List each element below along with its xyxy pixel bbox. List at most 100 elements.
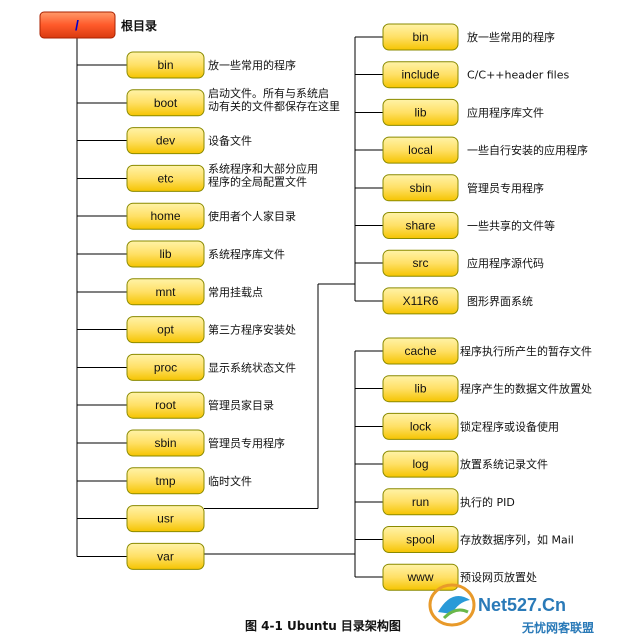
usr-local-desc: 一些自行安装的应用程序: [467, 143, 588, 157]
dir-lib-label: lib: [159, 247, 171, 261]
usr-X11R6: X11R6: [382, 287, 459, 315]
usr-share-label: share: [405, 219, 435, 233]
bird-icon: [428, 583, 476, 627]
dir-var-label: var: [157, 549, 174, 563]
dir-tmp-label: tmp: [155, 474, 175, 488]
dir-lib-desc-0: 系统程序库文件: [208, 247, 285, 261]
dir-root-desc-0: 管理员家目录: [208, 398, 274, 412]
var-cache-desc: 程序执行所产生的暂存文件: [460, 344, 592, 358]
dir-mnt-desc-0: 常用挂载点: [208, 285, 263, 299]
var-spool-desc: 存放数据序列，如 Mail: [460, 533, 574, 547]
dir-bin: bin: [126, 51, 205, 79]
root-node: /: [39, 11, 116, 39]
usr-share-desc: 一些共享的文件等: [467, 219, 555, 233]
dir-opt-desc-0: 第三方程序安装处: [208, 323, 296, 337]
dir-mnt-label: mnt: [155, 285, 176, 299]
net527-logo: Net527.Cn 无忧网客联盟: [428, 583, 594, 635]
usr-children-group: bin 放一些常用的程序 include C/C++header files lib 应用…: [382, 23, 588, 315]
usr-include: include: [382, 61, 459, 89]
var-www-label: www: [407, 570, 434, 584]
root-description: 根目录: [121, 18, 157, 33]
var-lock: lock: [382, 412, 459, 440]
usr-include-label: include: [401, 68, 439, 82]
var-children-group: cache 程序执行所产生的暂存文件 lib 程序产生的数据文件放置处 lock 锁定程序…: [382, 337, 592, 591]
dir-tmp: tmp: [126, 467, 205, 495]
var-lock-label: lock: [410, 419, 432, 433]
var-log: log: [382, 450, 459, 478]
dir-root-label: root: [155, 398, 176, 412]
usr-lib: lib: [382, 98, 459, 126]
usr-src: src: [382, 249, 459, 277]
logo-text: Net527.Cn: [478, 595, 566, 615]
dir-etc-desc-1: 程序的全局配置文件: [208, 174, 307, 188]
dir-boot-desc-1: 动有关的文件都保存在这里: [208, 99, 340, 113]
var-lib-label: lib: [414, 382, 426, 396]
usr-sbin-label: sbin: [409, 181, 431, 195]
dir-dev-desc-0: 设备文件: [208, 134, 252, 148]
dir-sbin-label: sbin: [154, 436, 176, 450]
dir-etc-label: etc: [157, 171, 173, 185]
var-cache: cache: [382, 337, 459, 365]
root-label: /: [75, 17, 79, 33]
dir-bin-label: bin: [157, 58, 173, 72]
usr-local: local: [382, 136, 459, 164]
dir-usr: usr: [126, 505, 205, 533]
figure-caption: 图 4-1 Ubuntu 目录架构图: [245, 618, 401, 633]
dir-home: home: [126, 202, 205, 230]
usr-lib-desc: 应用程序库文件: [467, 105, 544, 119]
dir-proc-desc-0: 显示系统状态文件: [208, 360, 296, 374]
usr-bin-label: bin: [412, 30, 428, 44]
usr-lib-label: lib: [414, 105, 426, 119]
dir-lib: lib: [126, 240, 205, 268]
dir-proc: proc: [126, 353, 205, 381]
dir-opt-label: opt: [157, 323, 174, 337]
usr-X11R6-label: X11R6: [403, 294, 439, 308]
usr-sbin: sbin: [382, 174, 459, 202]
dir-sbin-desc-0: 管理员专用程序: [208, 436, 285, 450]
dir-root: root: [126, 391, 205, 419]
var-www: www: [382, 563, 459, 591]
dir-mnt: mnt: [126, 278, 205, 306]
usr-bin: bin: [382, 23, 459, 51]
logo-subtitle: 无忧网客联盟: [521, 620, 594, 635]
dir-proc-label: proc: [154, 360, 177, 374]
usr-bin-desc: 放一些常用的程序: [467, 30, 555, 44]
usr-sbin-desc: 管理员专用程序: [467, 181, 544, 195]
var-spool-label: spool: [406, 533, 435, 547]
dir-opt: opt: [126, 316, 205, 344]
dir-dev: dev: [126, 127, 205, 155]
var-cache-label: cache: [404, 344, 436, 358]
var-www-desc: 预设网页放置处: [460, 570, 537, 584]
usr-X11R6-desc: 图形界面系统: [467, 295, 533, 308]
var-log-label: log: [412, 457, 428, 471]
var-lock-desc: 锁定程序或设备使用: [460, 419, 559, 433]
var-spool: spool: [382, 526, 459, 553]
dir-etc: etc: [126, 164, 205, 192]
connector-lines: [76, 36, 383, 578]
usr-src-label: src: [413, 256, 429, 270]
var-lib: lib: [382, 375, 459, 403]
dir-home-desc-0: 使用者个人家目录: [208, 209, 296, 223]
var-lib-desc: 程序产生的数据文件放置处: [460, 382, 592, 396]
dir-boot: boot: [126, 89, 205, 117]
var-log-desc: 放置系统记录文件: [460, 457, 548, 471]
dir-var: var: [126, 542, 205, 570]
var-run: run: [382, 488, 459, 516]
usr-src-desc: 应用程序源代码: [467, 256, 544, 270]
dir-bin-desc-0: 放一些常用的程序: [208, 58, 296, 72]
dir-home-label: home: [150, 209, 180, 223]
usr-local-label: local: [408, 143, 433, 157]
var-run-desc: 执行的 PID: [460, 495, 515, 509]
var-run-label: run: [412, 495, 429, 509]
dir-etc-desc-0: 系统程序和大部分应用: [208, 161, 318, 175]
dir-boot-label: boot: [154, 96, 178, 110]
dir-boot-desc-0: 启动文件。所有与系统启: [208, 86, 329, 100]
dir-tmp-desc-0: 临时文件: [208, 474, 252, 488]
dir-dev-label: dev: [156, 134, 175, 148]
dir-usr-label: usr: [157, 512, 174, 526]
usr-include-desc: C/C++header files: [467, 69, 570, 82]
dir-sbin: sbin: [126, 429, 205, 457]
usr-share: share: [382, 212, 459, 239]
